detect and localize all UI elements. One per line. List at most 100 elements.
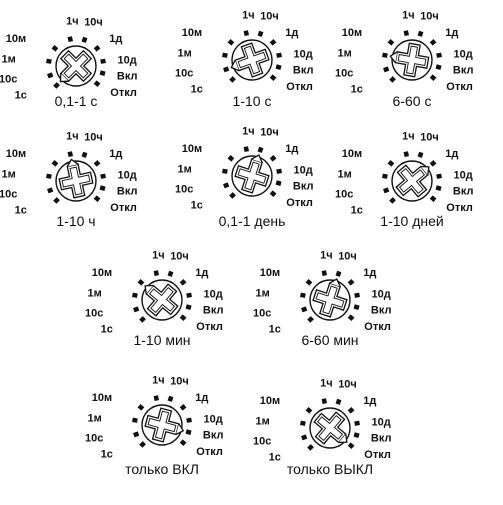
scale-tick — [153, 395, 160, 402]
dial-caption: 0,1-1 день — [219, 213, 286, 229]
scale-label: 10с — [335, 67, 353, 79]
scale-tick — [269, 190, 277, 198]
scale-label: 10д — [371, 288, 390, 300]
scale-label: Вкл — [453, 65, 474, 77]
scale-tick — [300, 420, 306, 426]
scale-label: 10ч — [338, 379, 357, 391]
scale-label: 10с — [253, 307, 271, 319]
scale-tick — [93, 80, 101, 88]
scale-tick — [347, 442, 355, 450]
scale-tick — [387, 38, 395, 46]
scale-tick — [257, 146, 264, 153]
scale-tick — [269, 154, 277, 162]
scale-label: Вкл — [371, 433, 392, 445]
scale-tick — [429, 38, 437, 46]
scale-tick — [132, 292, 138, 298]
dial-caption: только ВКЛ — [125, 461, 199, 477]
dial-caption: 1-10 ч — [56, 213, 95, 229]
scale-label: Вкл — [293, 181, 314, 193]
scale-label: 10с — [85, 307, 103, 319]
scale-tick — [429, 159, 437, 167]
scale-tick — [186, 417, 192, 423]
scale-tick — [243, 146, 250, 153]
scale-tick — [382, 173, 388, 179]
scale-label: 1с — [269, 451, 281, 463]
knob-cross — [395, 164, 430, 198]
scale-label: 1м — [2, 168, 16, 180]
scale-label: Откл — [110, 202, 137, 214]
knob-cross — [313, 411, 348, 445]
scale-tick — [257, 30, 264, 37]
pointer-arrow — [420, 165, 430, 176]
scale-label: 10м — [182, 27, 202, 39]
scale-tick — [321, 398, 328, 405]
scale-label: 1м — [88, 287, 102, 299]
scale-tick — [276, 168, 282, 174]
scale-tick — [139, 441, 146, 448]
scale-label: Вкл — [293, 65, 314, 77]
scale-tick — [133, 306, 140, 313]
scale-tick — [305, 278, 313, 286]
knob-cross — [234, 154, 270, 194]
dial-caption: 1-10 мин — [133, 332, 190, 348]
scale-label: 10с — [175, 183, 193, 195]
scale-tick — [429, 195, 437, 203]
scale-label: 10ч — [170, 251, 189, 263]
scale-tick — [93, 44, 101, 52]
scale-tick — [81, 36, 88, 43]
scale-tick — [223, 66, 230, 73]
scale-label: 1ч — [66, 16, 79, 28]
scale-tick — [153, 270, 160, 277]
scale-tick — [243, 30, 250, 37]
scale-label: 1с — [191, 83, 203, 95]
scale-label: 1м — [178, 163, 192, 175]
knob-cross — [58, 158, 94, 199]
scale-tick — [301, 306, 308, 313]
scale-label: 10д — [453, 48, 472, 60]
scale-label: 1ч — [242, 10, 255, 22]
scale-label: 1м — [2, 53, 16, 65]
scale-label: 1м — [256, 287, 270, 299]
scale-label: 10м — [6, 33, 26, 45]
scale-label: Откл — [196, 321, 223, 333]
scale-tick — [347, 278, 355, 286]
scale-label: Откл — [286, 81, 313, 93]
scale-tick — [353, 304, 360, 310]
scale-tick — [51, 159, 59, 167]
scale-label: 10с — [175, 67, 193, 79]
scale-label: 1ч — [242, 126, 255, 138]
pointer-arrow — [329, 278, 341, 287]
knob-cross — [312, 278, 348, 318]
scale-tick — [436, 173, 442, 179]
scale-tick — [222, 168, 228, 174]
scale-label: Откл — [110, 87, 137, 99]
scale-tick — [167, 395, 174, 402]
scale-tick — [99, 185, 106, 191]
pointer-arrow — [66, 158, 79, 167]
pointer-arrow — [338, 433, 348, 444]
scale-tick — [46, 58, 52, 64]
scale-tick — [179, 439, 187, 447]
dial-caption: 6-60 с — [393, 93, 432, 109]
scale-tick — [389, 76, 396, 83]
scale-tick — [347, 406, 355, 414]
scale-tick — [185, 429, 192, 435]
scale-tick — [179, 314, 187, 322]
scale-label: 10м — [6, 148, 26, 160]
scale-label: 10ч — [260, 127, 279, 139]
scale-tick — [321, 270, 328, 277]
scale-tick — [435, 64, 442, 70]
scale-label: Вкл — [117, 71, 138, 83]
scale-tick — [229, 192, 236, 199]
scale-tick — [417, 151, 424, 158]
scale-tick — [335, 398, 342, 405]
scale-label: 10с — [0, 73, 17, 85]
scale-label: 10д — [117, 54, 136, 66]
